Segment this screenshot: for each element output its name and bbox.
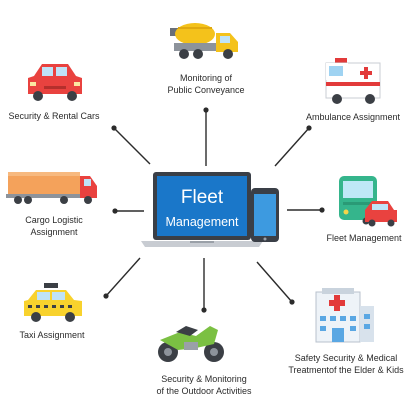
connector-dots xyxy=(103,107,325,313)
label-line: Security & Rental Cars xyxy=(8,111,100,121)
label-taxi: Taxi Assignment xyxy=(6,329,98,341)
label-line: of the Outdoor Activities xyxy=(156,386,252,396)
hub-title-line1: Fleet xyxy=(181,187,224,208)
label-line: Ambulance Assignment xyxy=(305,112,401,122)
label-line: Fleet Management xyxy=(326,233,402,243)
label-cargo: Cargo Logistic Assignment xyxy=(4,214,104,238)
label-line: Assignment xyxy=(30,227,78,237)
taxi-icon xyxy=(24,283,82,322)
label-line: Taxi Assignment xyxy=(19,330,85,340)
label-line: Security & Monitoring xyxy=(161,374,247,384)
label-monitoring-public: Monitoring of Public Conveyance xyxy=(144,72,268,96)
ambulance-icon xyxy=(325,58,381,104)
connector-top-right xyxy=(274,127,310,167)
connector-bottom-left xyxy=(105,257,141,297)
smartphone-icon xyxy=(251,188,279,242)
motorcycle-icon xyxy=(158,326,224,362)
cargo-truck-icon xyxy=(6,172,97,204)
label-line: Cargo Logistic xyxy=(25,215,83,225)
hospital-icon xyxy=(315,288,374,343)
label-line: Monitoring of xyxy=(179,73,233,83)
laptop-icon: Fleet Management xyxy=(141,172,263,247)
connector-lines xyxy=(105,110,322,310)
connector-top-left xyxy=(113,127,151,165)
connector-bottom-right xyxy=(256,261,293,303)
red-car-icon xyxy=(28,64,82,101)
hub-title-line2: Management xyxy=(166,215,239,229)
label-outdoor: Security & Monitoring of the Outdoor Act… xyxy=(134,373,274,397)
bus-and-car-icon xyxy=(339,176,397,227)
label-security-rental: Security & Rental Cars xyxy=(2,110,106,122)
label-line: Safety Security & Medical xyxy=(294,353,398,363)
laptop-screen xyxy=(157,176,247,236)
label-line: Public Conveyance xyxy=(167,85,245,95)
label-line: Treatmentof the Elder & Kids xyxy=(288,365,404,375)
label-fleet-management: Fleet Management xyxy=(318,232,410,244)
label-ambulance: Ambulance Assignment xyxy=(296,111,410,123)
label-safety-medical: Safety Security & Medical Treatmentof th… xyxy=(282,352,410,376)
cement-mixer-truck-icon xyxy=(170,23,238,59)
